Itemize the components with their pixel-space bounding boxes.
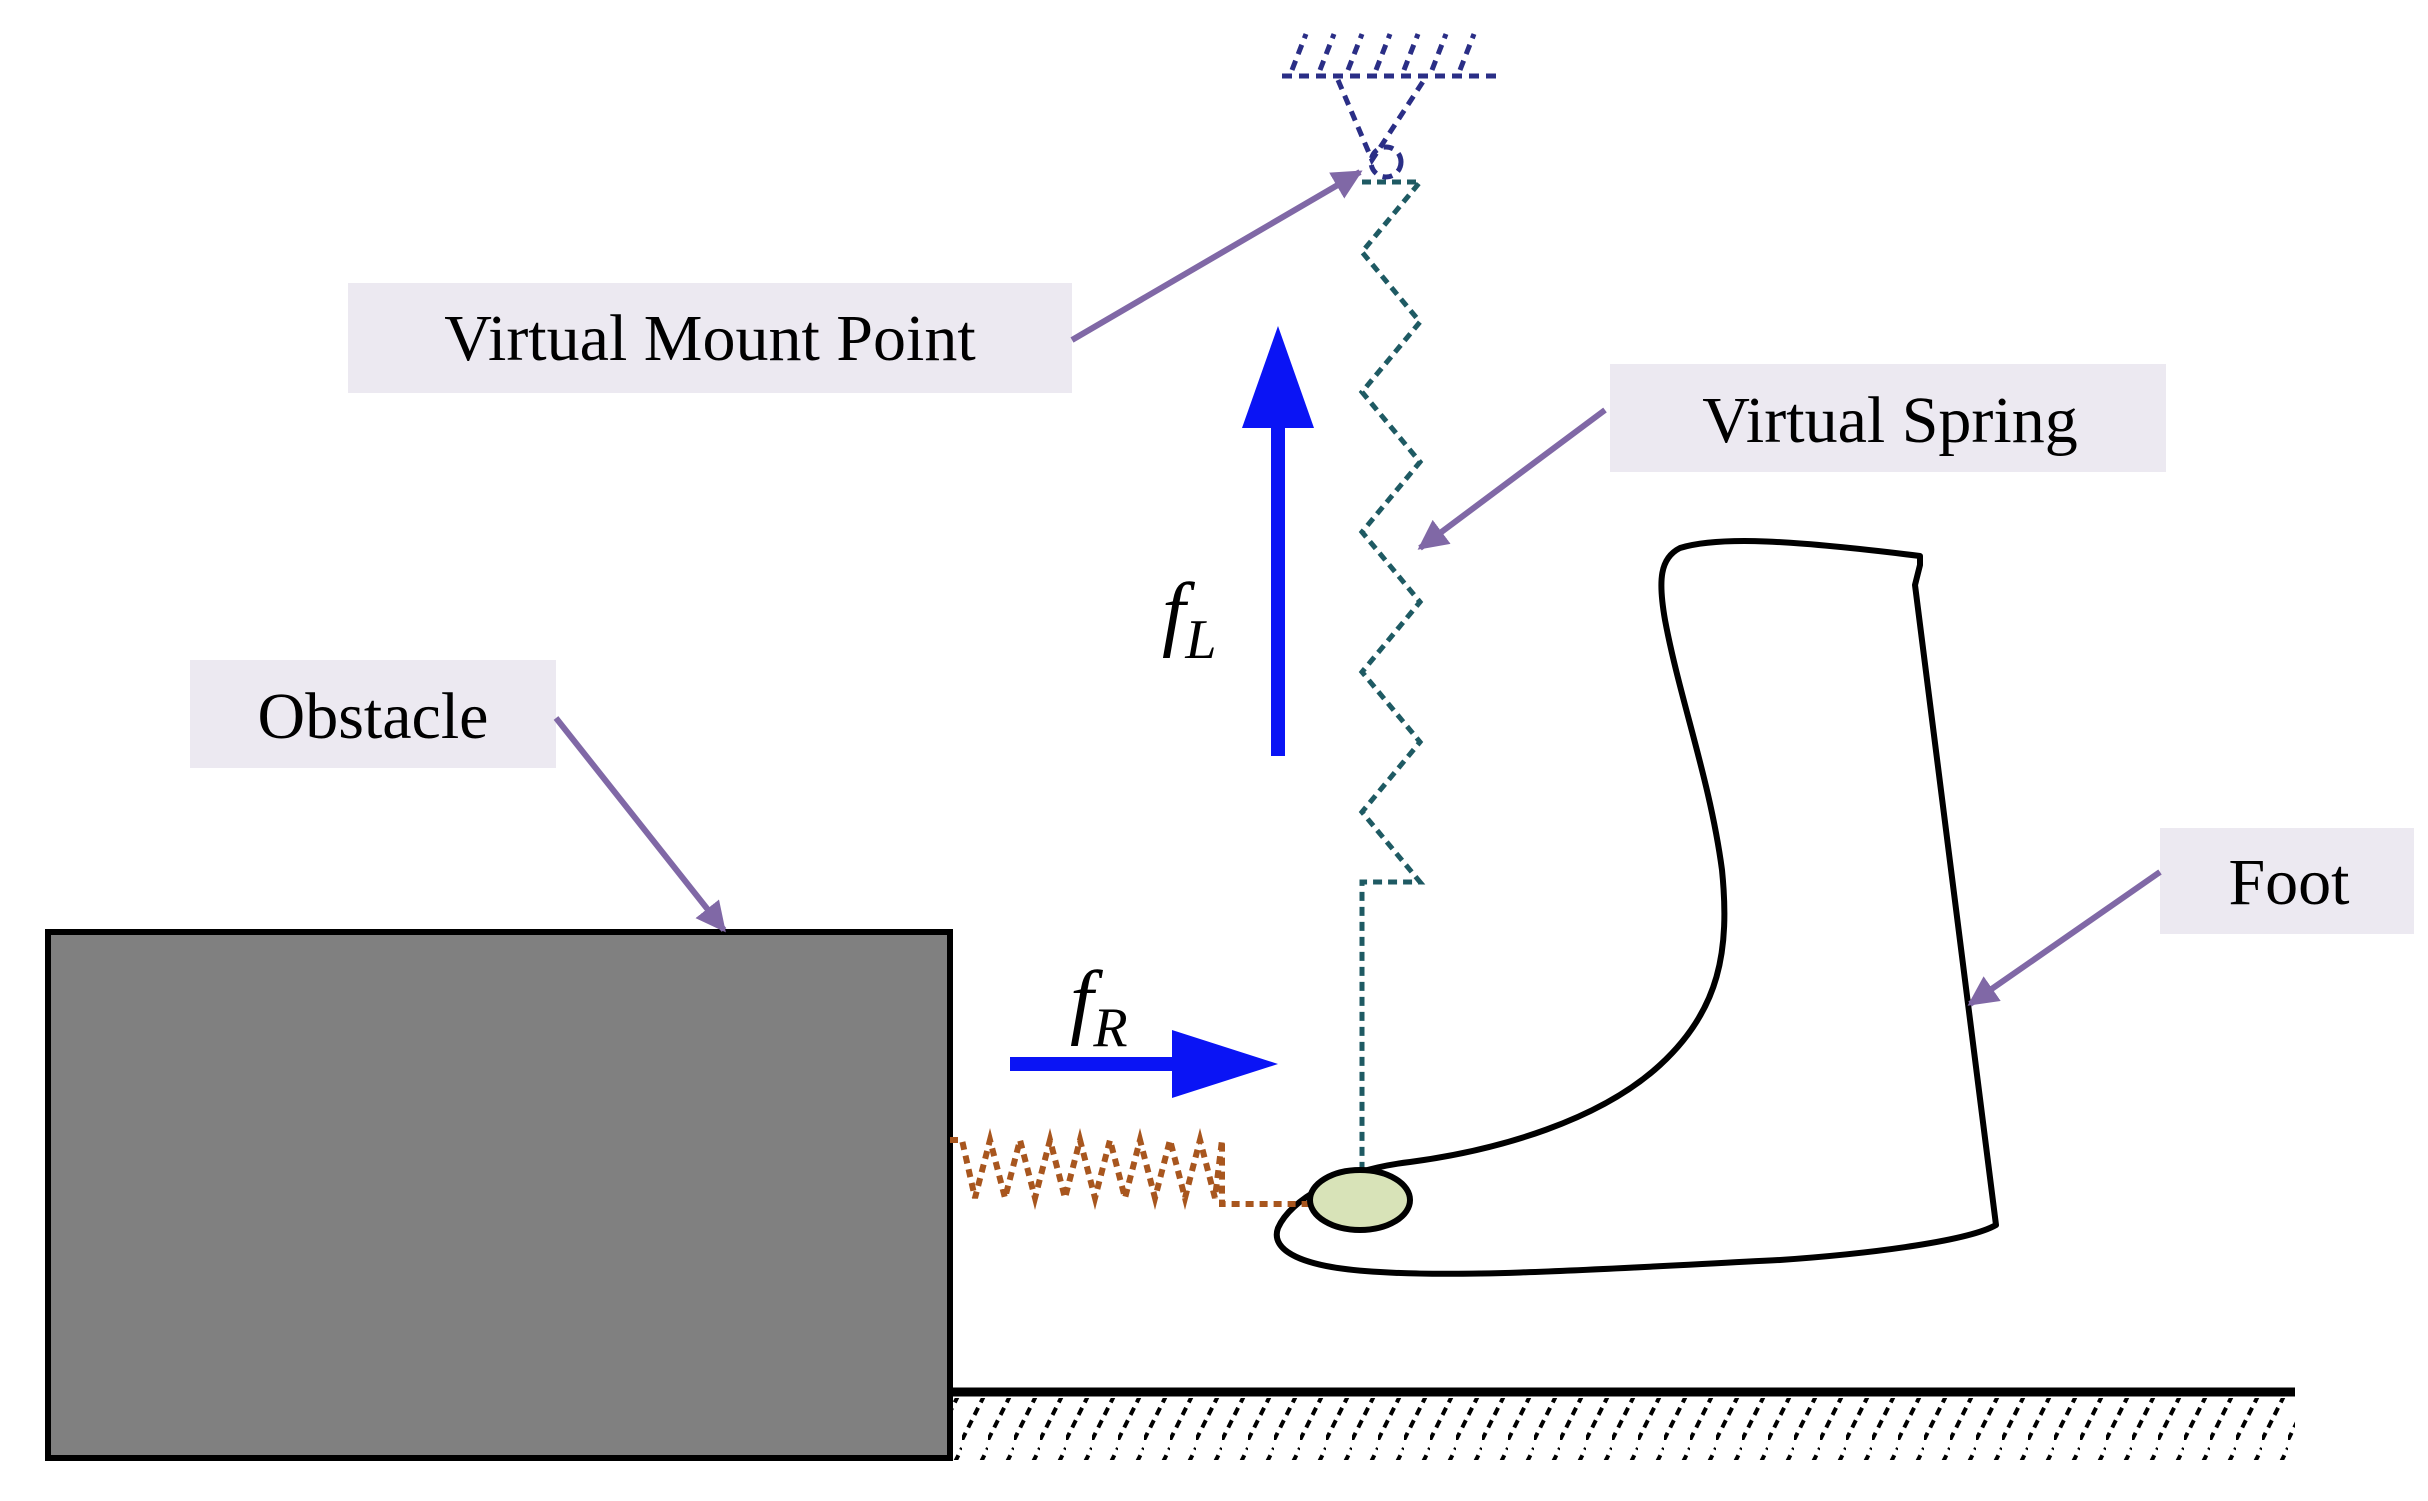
pointer-obstacle xyxy=(553,716,727,933)
vertical-virtual-spring xyxy=(1358,179,1426,1185)
callout-foot: Foot xyxy=(1967,828,2414,1007)
repulsive-force-arrow xyxy=(1010,1030,1278,1098)
lift-force-label: fL xyxy=(1162,566,1217,671)
callout-virtual-mount-point: Virtual Mount Point xyxy=(348,169,1363,393)
foot-contact-point xyxy=(1307,1167,1413,1233)
pointer-virtual-mount-point xyxy=(1070,169,1363,343)
label-virtual-mount-point: Virtual Mount Point xyxy=(444,302,975,375)
horizontal-virtual-spring xyxy=(950,1128,1350,1210)
obstacle-block xyxy=(45,929,953,1461)
label-virtual-spring: Virtual Spring xyxy=(1702,384,2078,457)
label-box-obstacle xyxy=(190,660,556,768)
callout-obstacle: Obstacle xyxy=(190,660,727,933)
repulsive-force-subscript: R xyxy=(1092,997,1127,1059)
label-box-foot xyxy=(2160,828,2414,934)
ground xyxy=(950,1387,2295,1460)
callout-virtual-spring: Virtual Spring xyxy=(1417,364,2166,551)
label-foot: Foot xyxy=(2228,846,2349,919)
repulsive-force-label: fR xyxy=(1070,954,1128,1059)
lift-force-subscript: L xyxy=(1184,609,1216,671)
virtual-mount-point xyxy=(1282,33,1500,180)
label-obstacle: Obstacle xyxy=(258,680,489,753)
pointer-virtual-spring xyxy=(1417,407,1607,551)
label-box-virtual-spring xyxy=(1610,364,2166,472)
foot-outline xyxy=(1273,538,1999,1277)
label-box-virtual-mount-point xyxy=(348,283,1072,393)
lift-force-arrow xyxy=(1242,326,1314,756)
ground-hatching xyxy=(950,1398,2295,1460)
pointer-foot xyxy=(1967,869,2162,1007)
